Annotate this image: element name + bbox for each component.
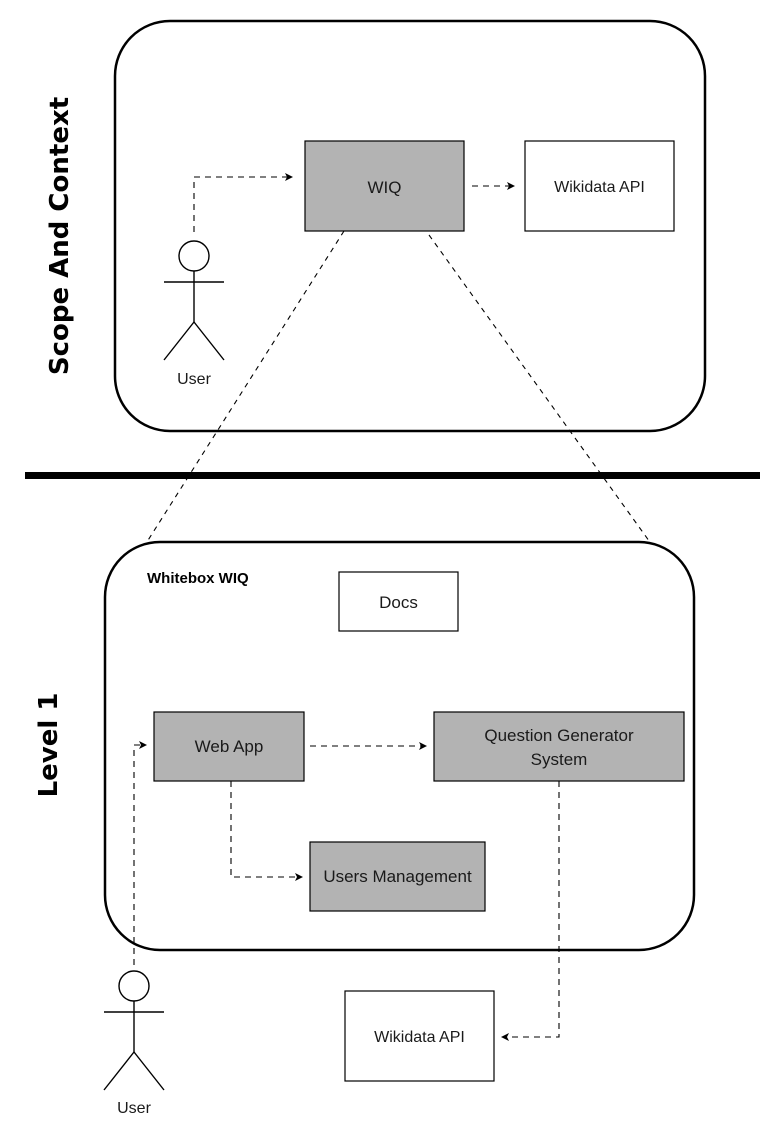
users-management-box[interactable] [309, 841, 486, 912]
context-wikidata-label: Wikidata API [554, 179, 645, 196]
docs-label: Docs [379, 593, 418, 612]
level1-wikidata-label: Wikidata API [374, 1029, 465, 1046]
context-wiq-box[interactable] [304, 140, 465, 232]
context-section-title: Scope And Context [45, 97, 75, 375]
section-separator [25, 472, 760, 479]
zoom-line-right [428, 234, 653, 546]
context-user-label: User [177, 371, 211, 388]
whitebox-frame-title: Whitebox WIQ [147, 570, 249, 587]
webapp-to-users-management-edge [230, 781, 303, 881]
docs-box[interactable] [338, 571, 459, 632]
question-generator-to-wikidata-edge [501, 781, 560, 1041]
context-wiq-label: WIQ [368, 178, 402, 197]
users-management-label: Users Management [323, 867, 472, 886]
question-generator-label-line1: Question Generator [484, 726, 634, 745]
level1-user-actor [103, 970, 165, 1091]
question-generator-box[interactable] [433, 711, 685, 782]
user-to-webapp-edge [133, 741, 147, 965]
webapp-box[interactable] [153, 711, 305, 782]
question-generator-label-line2: System [531, 750, 588, 769]
context-wikidata-box[interactable] [524, 140, 675, 232]
level1-wikidata-box[interactable] [344, 990, 495, 1082]
level1-user-label: User [117, 1100, 151, 1117]
level1-section-title: Level 1 [34, 693, 64, 798]
webapp-label: Web App [195, 737, 264, 756]
context-user-actor [163, 240, 225, 361]
context-user-to-wiq-edge [193, 173, 293, 232]
zoom-line-left [144, 230, 345, 546]
